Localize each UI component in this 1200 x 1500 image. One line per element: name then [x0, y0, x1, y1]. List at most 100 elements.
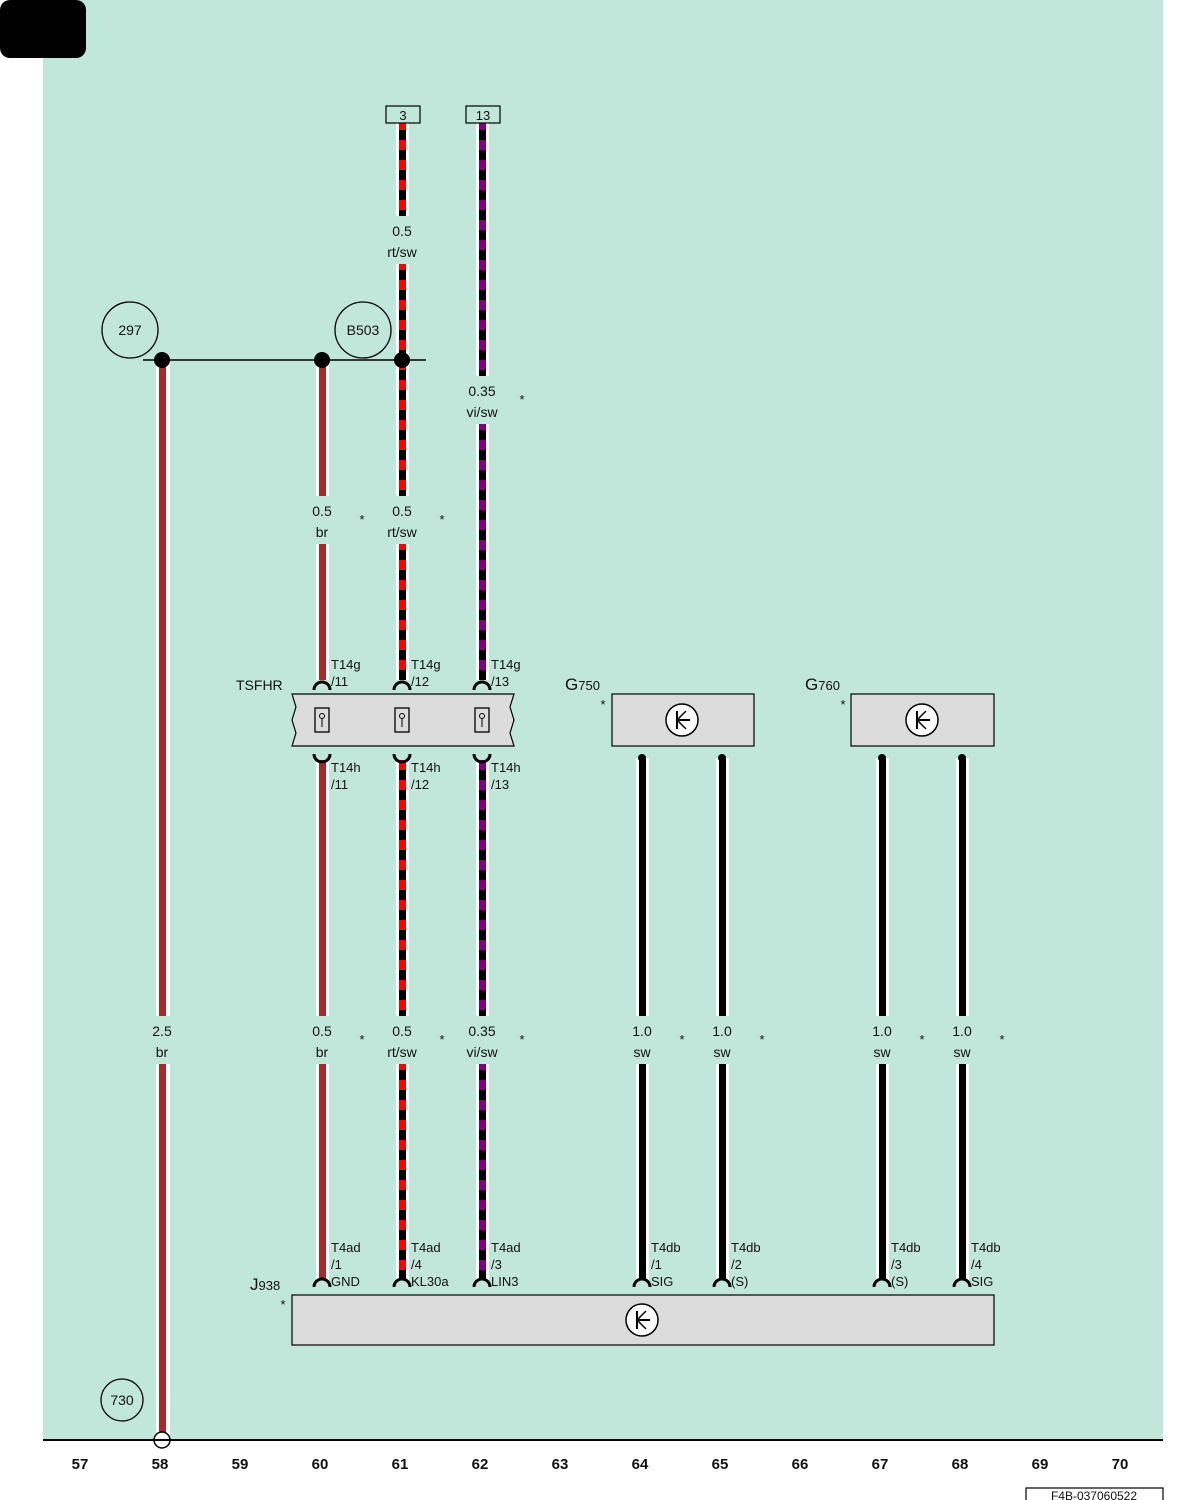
pin-t4ad-4-l1: T4ad	[411, 1240, 441, 1255]
pin-arc-t14h-12	[392, 753, 412, 764]
wire-61-mid-size: 0.5	[392, 503, 412, 519]
wire-label-bg	[625, 1016, 661, 1064]
pin-t14h-11-l2: /11	[331, 777, 348, 792]
pin-arc-t4db-1	[632, 1277, 652, 1288]
pin-arc-t14h-13	[472, 753, 492, 764]
wire-60-low-star: *	[359, 1032, 364, 1047]
doc-id: F4B-037060522	[1051, 1489, 1137, 1500]
wire-61-low-size: 0.5	[392, 1023, 412, 1039]
connector-box-13	[465, 105, 501, 124]
doc-id-box	[1025, 1487, 1164, 1500]
pin-t4db-2-l3: (S)	[731, 1274, 748, 1289]
wire-label-bg	[305, 1016, 341, 1064]
junction-dot-60	[314, 352, 330, 368]
wire-58-color: br	[156, 1044, 169, 1060]
tsfhr-pin-60	[314, 707, 330, 733]
track-number: 69	[1032, 1456, 1049, 1473]
wire-58	[159, 360, 166, 1440]
g750-pin-1	[638, 754, 646, 762]
wire-label-bg	[865, 1016, 901, 1064]
wire-67-size: 1.0	[872, 1023, 892, 1039]
wire-58-size: 2.5	[152, 1023, 172, 1039]
pin-t14h-12-l2: /12	[411, 777, 429, 792]
ref-730-label: 730	[110, 1392, 134, 1408]
pin-t4db-1-l3: SIG	[651, 1274, 673, 1289]
wire-60-low-color: br	[316, 1044, 329, 1060]
wire-65-star: *	[759, 1032, 764, 1047]
pin-t4db-1-l1: T4db	[651, 1240, 681, 1255]
wire-60-mid-star: *	[359, 512, 364, 527]
wire-label-bg	[385, 1016, 421, 1064]
pin-arc-t14g-11	[312, 680, 332, 691]
pin-t14g-12-l2: /12	[411, 674, 429, 689]
g760-label: G760	[805, 675, 840, 694]
pin-t14h-13-l1: T14h	[491, 760, 521, 775]
g760-letter: G	[805, 675, 818, 694]
wire-60-mid-color: br	[316, 524, 329, 540]
wire-label-bg	[385, 496, 421, 544]
pin-t4ad-1-l3: GND	[331, 1274, 360, 1289]
connector-box-3	[385, 105, 421, 124]
wire-68-color: sw	[953, 1044, 971, 1060]
j938-module-icon	[625, 1303, 659, 1337]
pin-t14g-13-l1: T14g	[491, 657, 521, 672]
pin-arc-t14h-11	[312, 753, 332, 764]
pin-arc-t4db-3	[872, 1277, 892, 1288]
wire-64-color: sw	[633, 1044, 651, 1060]
wire-61-low-star: *	[439, 1032, 444, 1047]
pin-t4db-3-l2: /3	[891, 1257, 902, 1272]
wire-68-star: *	[999, 1032, 1004, 1047]
g750-label: G750	[565, 675, 600, 694]
pin-arc-t14g-13	[472, 680, 492, 691]
wire-label-bg	[945, 1016, 981, 1064]
pin-t4db-3-l1: T4db	[891, 1240, 921, 1255]
pin-t4ad-3-l1: T4ad	[491, 1240, 521, 1255]
track-number: 62	[472, 1456, 489, 1473]
pin-arc-t4ad-3	[472, 1277, 492, 1288]
tsfhr-pin-61	[394, 707, 410, 733]
ref-circle-730[interactable]	[100, 1378, 144, 1422]
pin-t4ad-4-l3: KL30a	[411, 1274, 449, 1289]
wire-label-bg	[385, 216, 421, 264]
g750-sensor-icon	[665, 703, 699, 737]
wire-label-bg	[305, 496, 341, 544]
wire-61-mid-color: rt/sw	[387, 524, 417, 540]
g750-pin-2	[718, 754, 726, 762]
track-number: 65	[712, 1456, 729, 1473]
wire-62-top-star: *	[519, 392, 524, 407]
pin-arc-t4ad-1	[312, 1277, 332, 1288]
pin-t14g-11-l2: /11	[331, 674, 348, 689]
wire-67-color: sw	[873, 1044, 891, 1060]
wire-label-bg	[705, 1016, 741, 1064]
g760-pin-2	[958, 754, 966, 762]
wire-label-bg	[145, 1016, 181, 1064]
pin-arc-t14g-12	[392, 680, 412, 691]
pin-arc-t4db-2	[712, 1277, 732, 1288]
wire-61-mid-star: *	[439, 512, 444, 527]
g760-pin-1	[878, 754, 886, 762]
g750-star: *	[600, 697, 605, 712]
pin-t14g-12-l1: T14g	[411, 657, 441, 672]
track-number: 68	[952, 1456, 969, 1473]
wire-61-top	[399, 123, 406, 680]
tsfhr-pin-62	[474, 707, 490, 733]
ref-circle-297[interactable]	[101, 301, 159, 359]
wire-62-top-color: vi/sw	[466, 404, 498, 420]
g760-star: *	[840, 697, 845, 712]
pin-t4db-3-l3: (S)	[891, 1274, 908, 1289]
wire-65-size: 1.0	[712, 1023, 732, 1039]
ref-circle-b503[interactable]	[334, 301, 392, 359]
track-number: 58	[152, 1456, 169, 1473]
junction-dot-61	[394, 352, 410, 368]
wire-67-star: *	[919, 1032, 924, 1047]
connector-3-label: 3	[399, 108, 406, 123]
pin-t14h-12-l1: T14h	[411, 760, 441, 775]
ref-b503-label: B503	[347, 322, 380, 338]
wire-64-size: 1.0	[632, 1023, 652, 1039]
track-number: 60	[312, 1456, 329, 1473]
wire-60-low-size: 0.5	[312, 1023, 332, 1039]
diagram-background	[43, 0, 1163, 1440]
pin-t4db-4-l2: /4	[971, 1257, 982, 1272]
